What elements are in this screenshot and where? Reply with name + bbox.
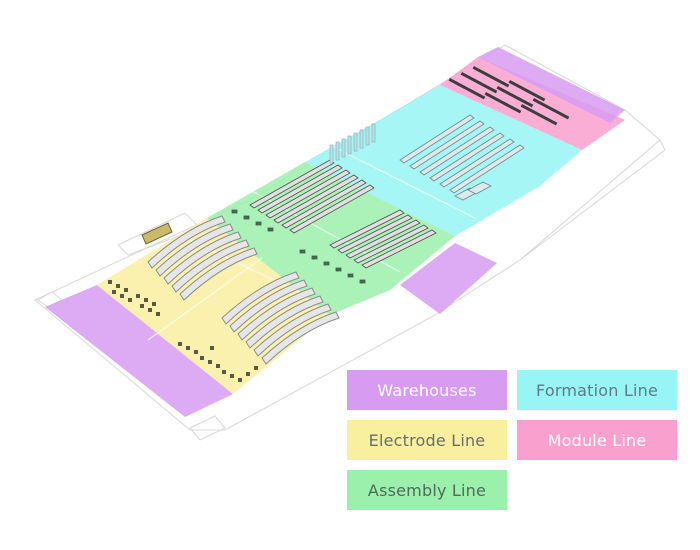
assembly-machines — [231, 159, 437, 284]
loading-rack — [141, 222, 173, 245]
electrode-curved-machines — [147, 215, 340, 365]
legend-warehouses-label: Warehouses — [377, 380, 477, 400]
legend-assembly-line: Assembly Line — [347, 470, 507, 510]
formation-racks — [329, 123, 376, 164]
legend-electrode-line: Electrode Line — [347, 420, 507, 460]
legend-formation-line-label: Formation Line — [536, 380, 658, 400]
legend-formation-line: Formation Line — [517, 370, 677, 410]
legend-assembly-line-label: Assembly Line — [367, 480, 487, 500]
legend-module-line-label: Module Line — [547, 430, 647, 450]
zone-warehouse-right — [400, 243, 497, 314]
zone-warehouse-left — [45, 285, 233, 417]
formation-machines — [399, 114, 525, 201]
module-machines — [448, 66, 570, 126]
zone-warehouse-right-top — [478, 47, 625, 123]
electrode-small-parts — [108, 280, 258, 382]
legend-electrode-line-label: Electrode Line — [368, 430, 486, 450]
legend-module-line: Module Line — [517, 420, 677, 460]
zone-module-line — [440, 57, 625, 150]
legend-warehouses: Warehouses — [347, 370, 507, 410]
